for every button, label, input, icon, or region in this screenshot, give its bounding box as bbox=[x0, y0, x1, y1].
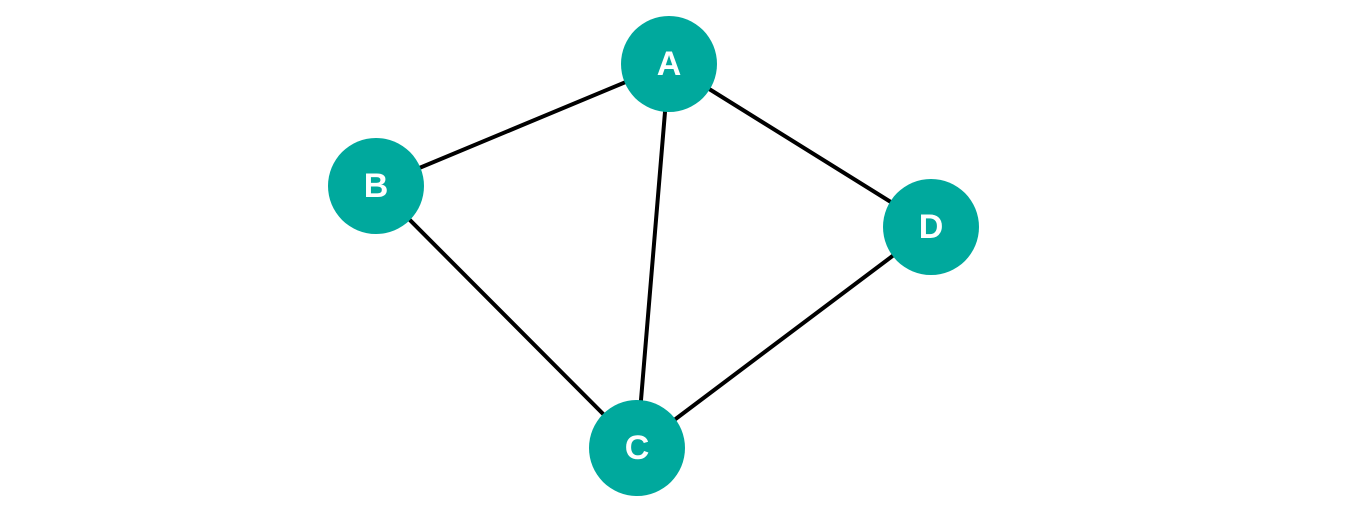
node-circle bbox=[328, 138, 424, 234]
node-c: C bbox=[589, 400, 685, 496]
node-label: B bbox=[364, 167, 389, 205]
edge-a-d bbox=[667, 62, 933, 229]
edge-a-b bbox=[374, 62, 671, 188]
node-label: C bbox=[625, 429, 650, 467]
nodes-layer: A B C D bbox=[328, 16, 979, 496]
edges-layer bbox=[374, 62, 933, 450]
node-label: D bbox=[919, 208, 944, 246]
edge-a-c bbox=[635, 62, 671, 450]
node-circle bbox=[883, 179, 979, 275]
node-b: B bbox=[328, 138, 424, 234]
edge-b-c bbox=[374, 184, 639, 450]
node-circle bbox=[621, 16, 717, 112]
edge-c-d bbox=[635, 225, 933, 450]
node-label: A bbox=[657, 45, 682, 83]
node-circle bbox=[589, 400, 685, 496]
node-d: D bbox=[883, 179, 979, 275]
node-a: A bbox=[621, 16, 717, 112]
